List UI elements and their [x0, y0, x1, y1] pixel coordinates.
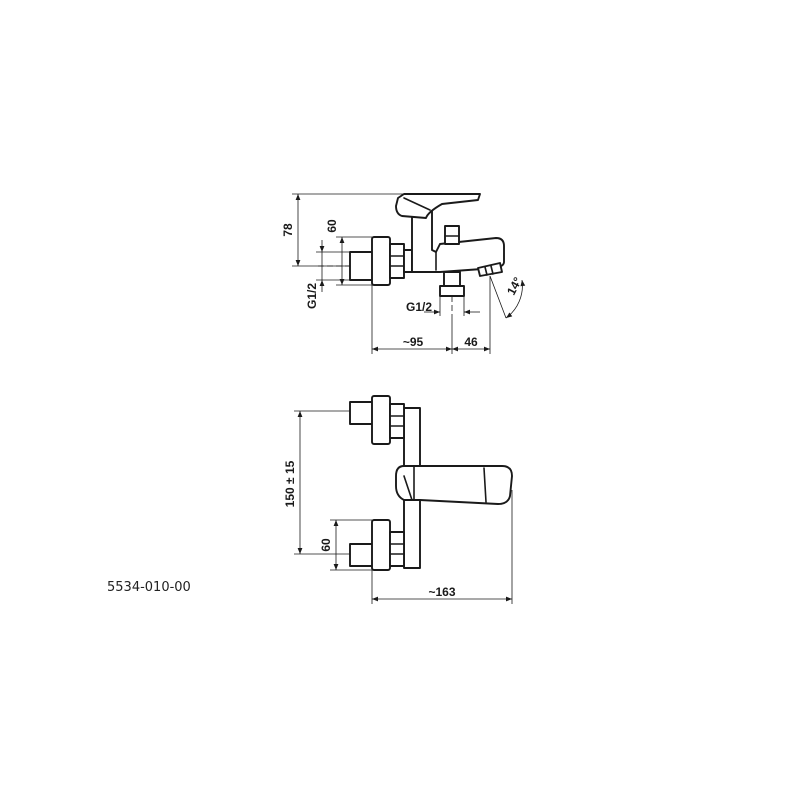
dimension-150: 150 ± 15: [283, 410, 350, 555]
dimension-150-label: 150 ± 15: [283, 460, 297, 507]
dimension-depth: ~95 46: [371, 276, 491, 354]
dimension-78-label: 78: [281, 223, 295, 237]
dimension-60-top: 60: [319, 519, 372, 571]
top-view: 150 ± 15 60 ~163: [283, 395, 513, 604]
inlet-connector: [318, 236, 413, 286]
lever-handle: [395, 193, 481, 219]
dimension-163-label: ~163: [428, 585, 455, 599]
dimension-outlet-thread: G1/2: [406, 296, 480, 316]
dimension-60-side: 60: [325, 219, 372, 286]
upper-inlet: [349, 395, 405, 445]
diverter-knob: [444, 225, 460, 245]
outlet-connector: [439, 271, 465, 316]
dimension-angle: 14°: [489, 275, 526, 319]
inlet-thread-label: G1/2: [305, 283, 319, 309]
side-view: 78 60 G1/2 G1/2: [281, 193, 526, 354]
lower-inlet: [349, 519, 405, 571]
dimension-46-label: 46: [464, 335, 478, 349]
dimension-60-side-label: 60: [325, 219, 339, 233]
dimension-inlet-thread: G1/2: [305, 240, 350, 309]
outlet-thread-label: G1/2: [406, 300, 432, 314]
dimension-60-top-label: 60: [319, 538, 333, 552]
spout-aerator: [477, 262, 503, 277]
dimension-95-label: ~95: [403, 335, 424, 349]
spout-top: [395, 465, 513, 505]
product-code: 5534-010-00: [107, 580, 191, 595]
dimension-163: ~163: [371, 490, 513, 604]
